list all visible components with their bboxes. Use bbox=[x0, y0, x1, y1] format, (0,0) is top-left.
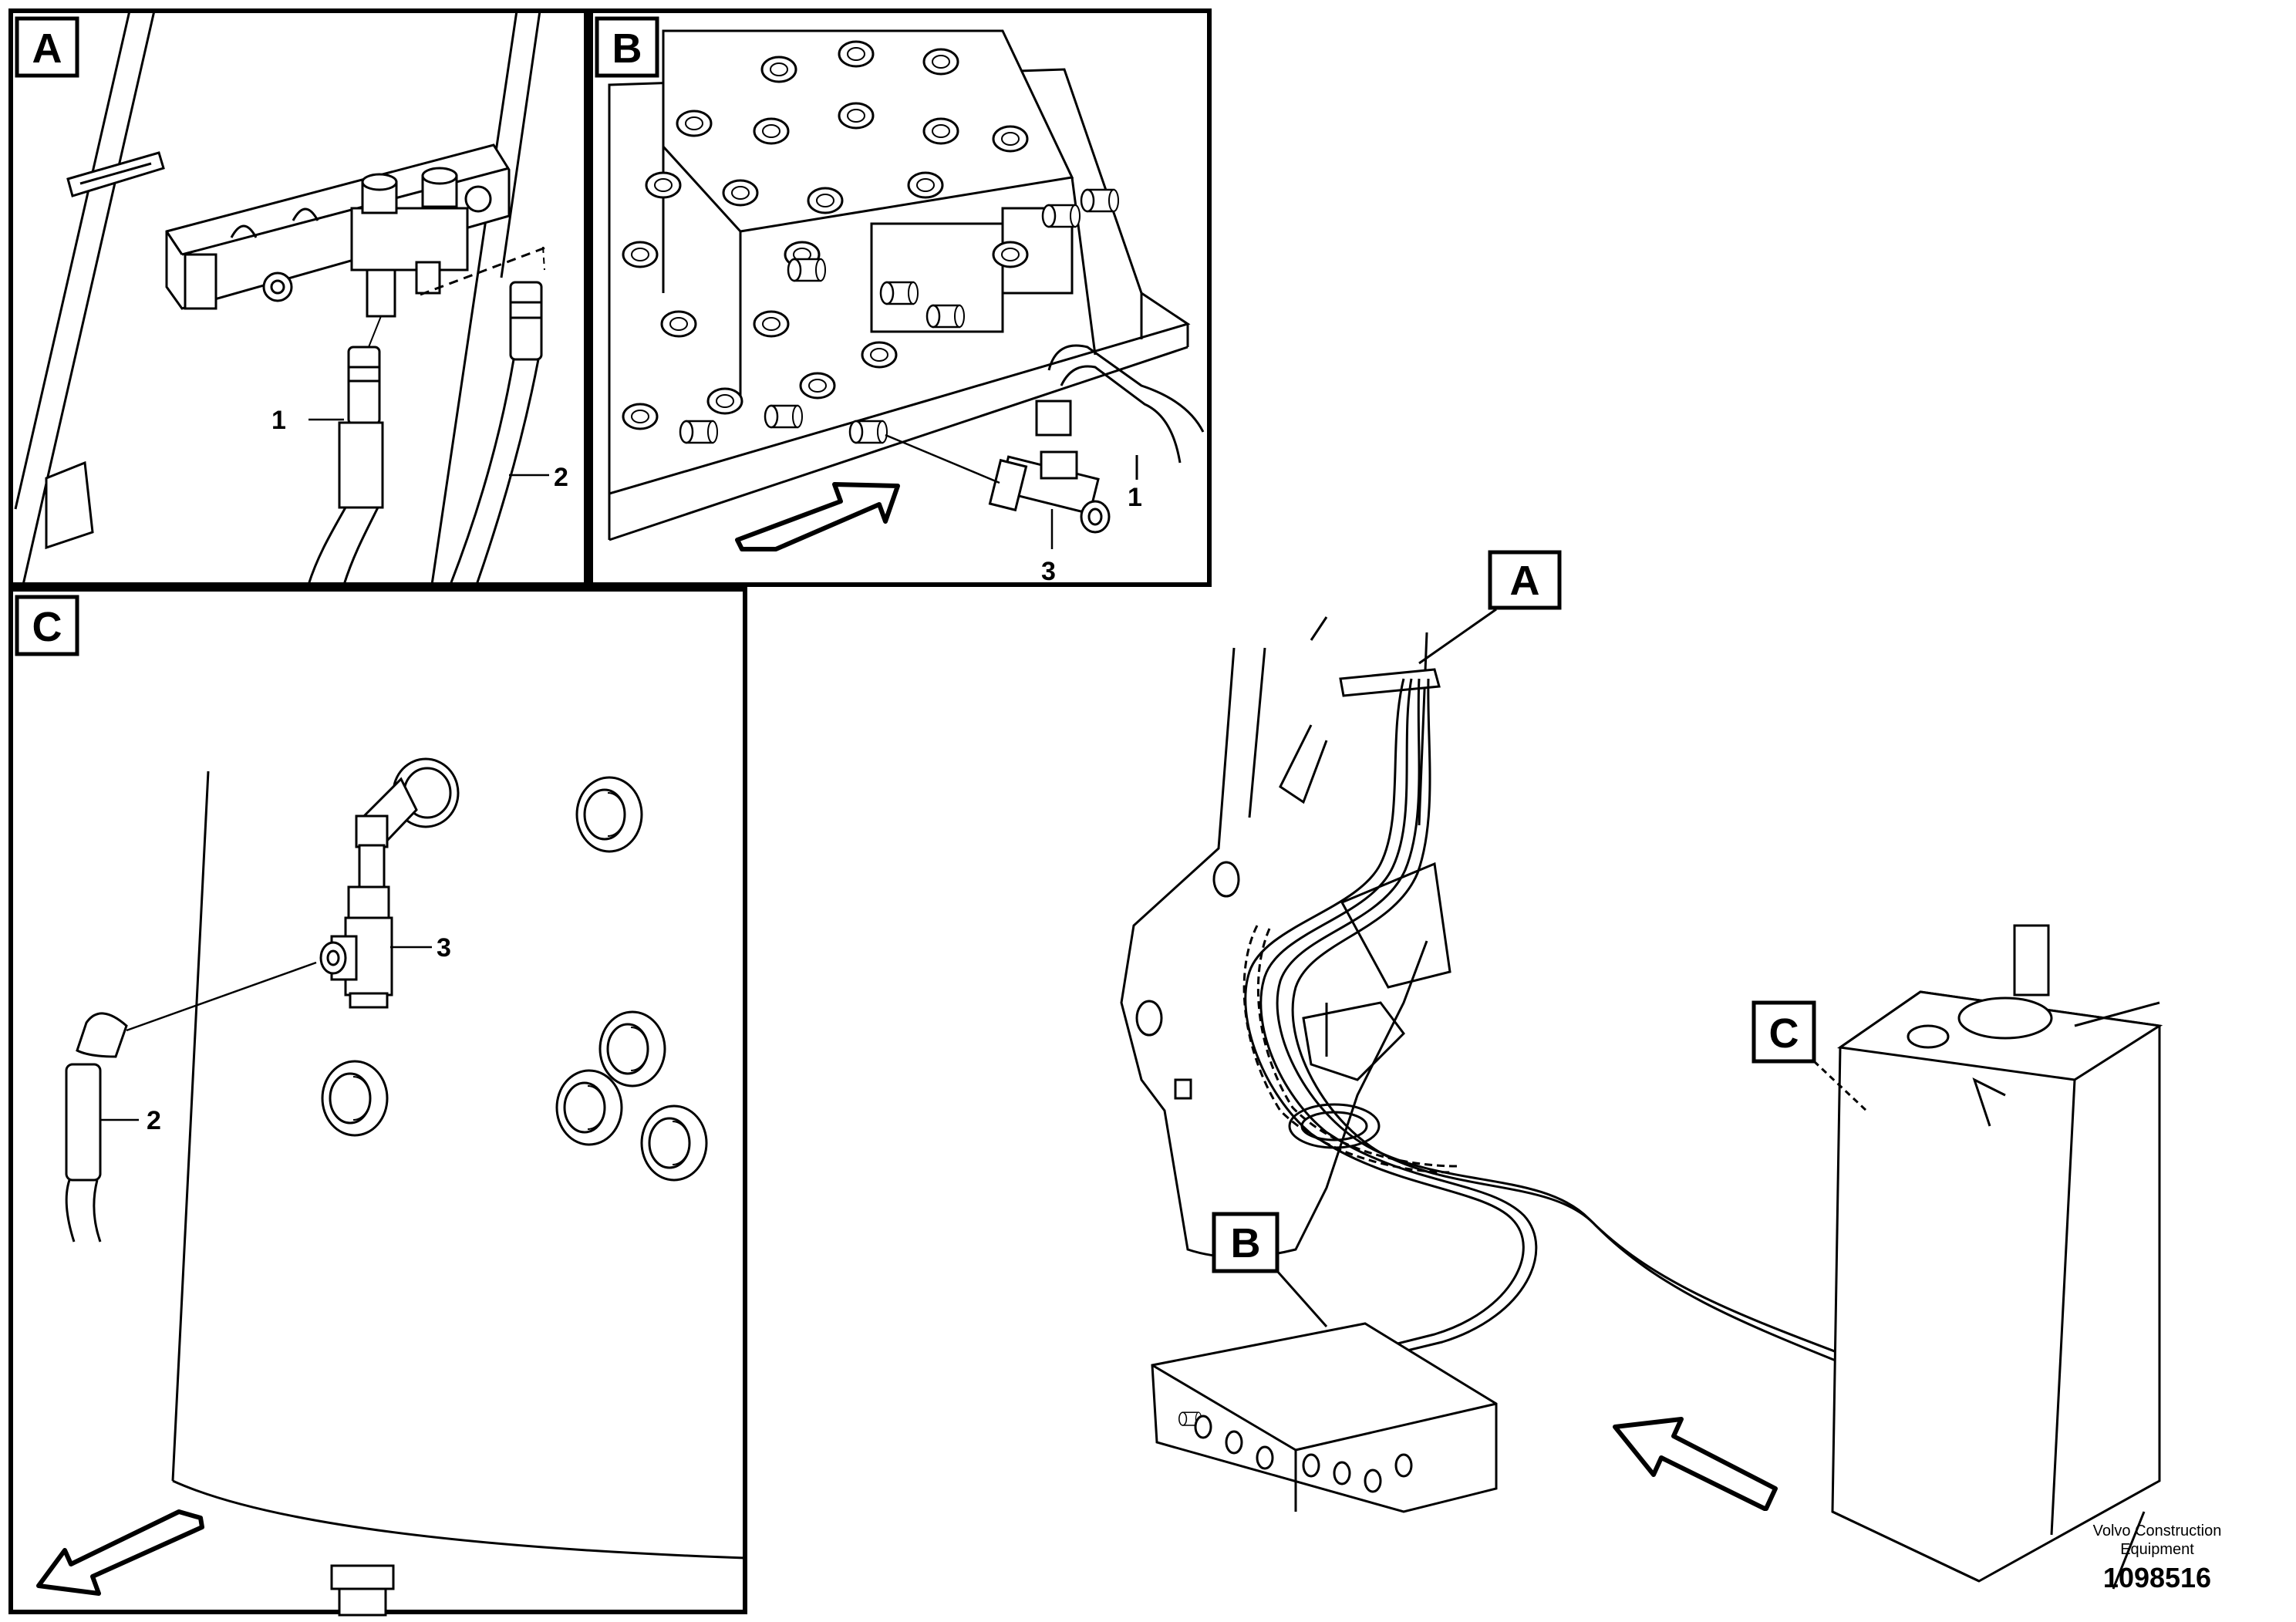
view-direction-arrow-c bbox=[36, 1509, 204, 1596]
view-direction-arrow-b bbox=[735, 482, 900, 551]
label-box-b: B bbox=[1212, 1212, 1328, 1327]
drain-plug bbox=[330, 1564, 395, 1617]
panel-c-label: C bbox=[32, 604, 62, 650]
slot-bracket bbox=[66, 151, 165, 197]
label-box-c: C bbox=[1752, 1000, 1868, 1112]
tank-side-outline bbox=[171, 771, 746, 1560]
tee-fitting-3 bbox=[319, 885, 393, 1009]
callout-b-3: 3 bbox=[1041, 557, 1056, 586]
drawing-footer: Volvo Construction Equipment 1098516 bbox=[2072, 1522, 2242, 1594]
callout-c-2: 2 bbox=[147, 1106, 161, 1135]
hose-1 bbox=[307, 346, 384, 585]
callout-c-3: 3 bbox=[437, 933, 451, 963]
tee-fitting-3 bbox=[988, 450, 1111, 534]
callout-b-1: 1 bbox=[1128, 483, 1142, 512]
boom-arm-outline bbox=[14, 10, 541, 585]
overview-label-c: C bbox=[1769, 1010, 1799, 1057]
hose-2 bbox=[65, 1012, 128, 1243]
drawing-number: 1098516 bbox=[2102, 1562, 2212, 1593]
overview-drawing: A B C bbox=[1120, 550, 2163, 1590]
company-name: Volvo Construction Equipment bbox=[2092, 1523, 2222, 1558]
callout-a-1: 1 bbox=[271, 406, 286, 435]
callout-a-2: 2 bbox=[554, 463, 568, 492]
overview-bracket bbox=[1310, 616, 1441, 697]
hose-2 bbox=[449, 281, 543, 585]
detail-panel-a: A 1 2 bbox=[8, 8, 588, 587]
bulkhead-fittings bbox=[350, 167, 492, 318]
view-direction-arrow-main bbox=[1613, 1417, 1778, 1511]
panel-a-label: A bbox=[32, 25, 62, 72]
detail-panel-b: B 1 3 bbox=[588, 8, 1212, 587]
overview-label-b: B bbox=[1231, 1220, 1261, 1266]
label-box-a: A bbox=[1418, 550, 1562, 665]
hydraulic-tank bbox=[1831, 924, 2163, 1590]
overview-label-a: A bbox=[1510, 558, 1540, 604]
detail-panel-c: C 3 2 bbox=[8, 587, 747, 1617]
panel-b-label: B bbox=[612, 25, 642, 72]
hose-1 bbox=[1035, 344, 1205, 480]
